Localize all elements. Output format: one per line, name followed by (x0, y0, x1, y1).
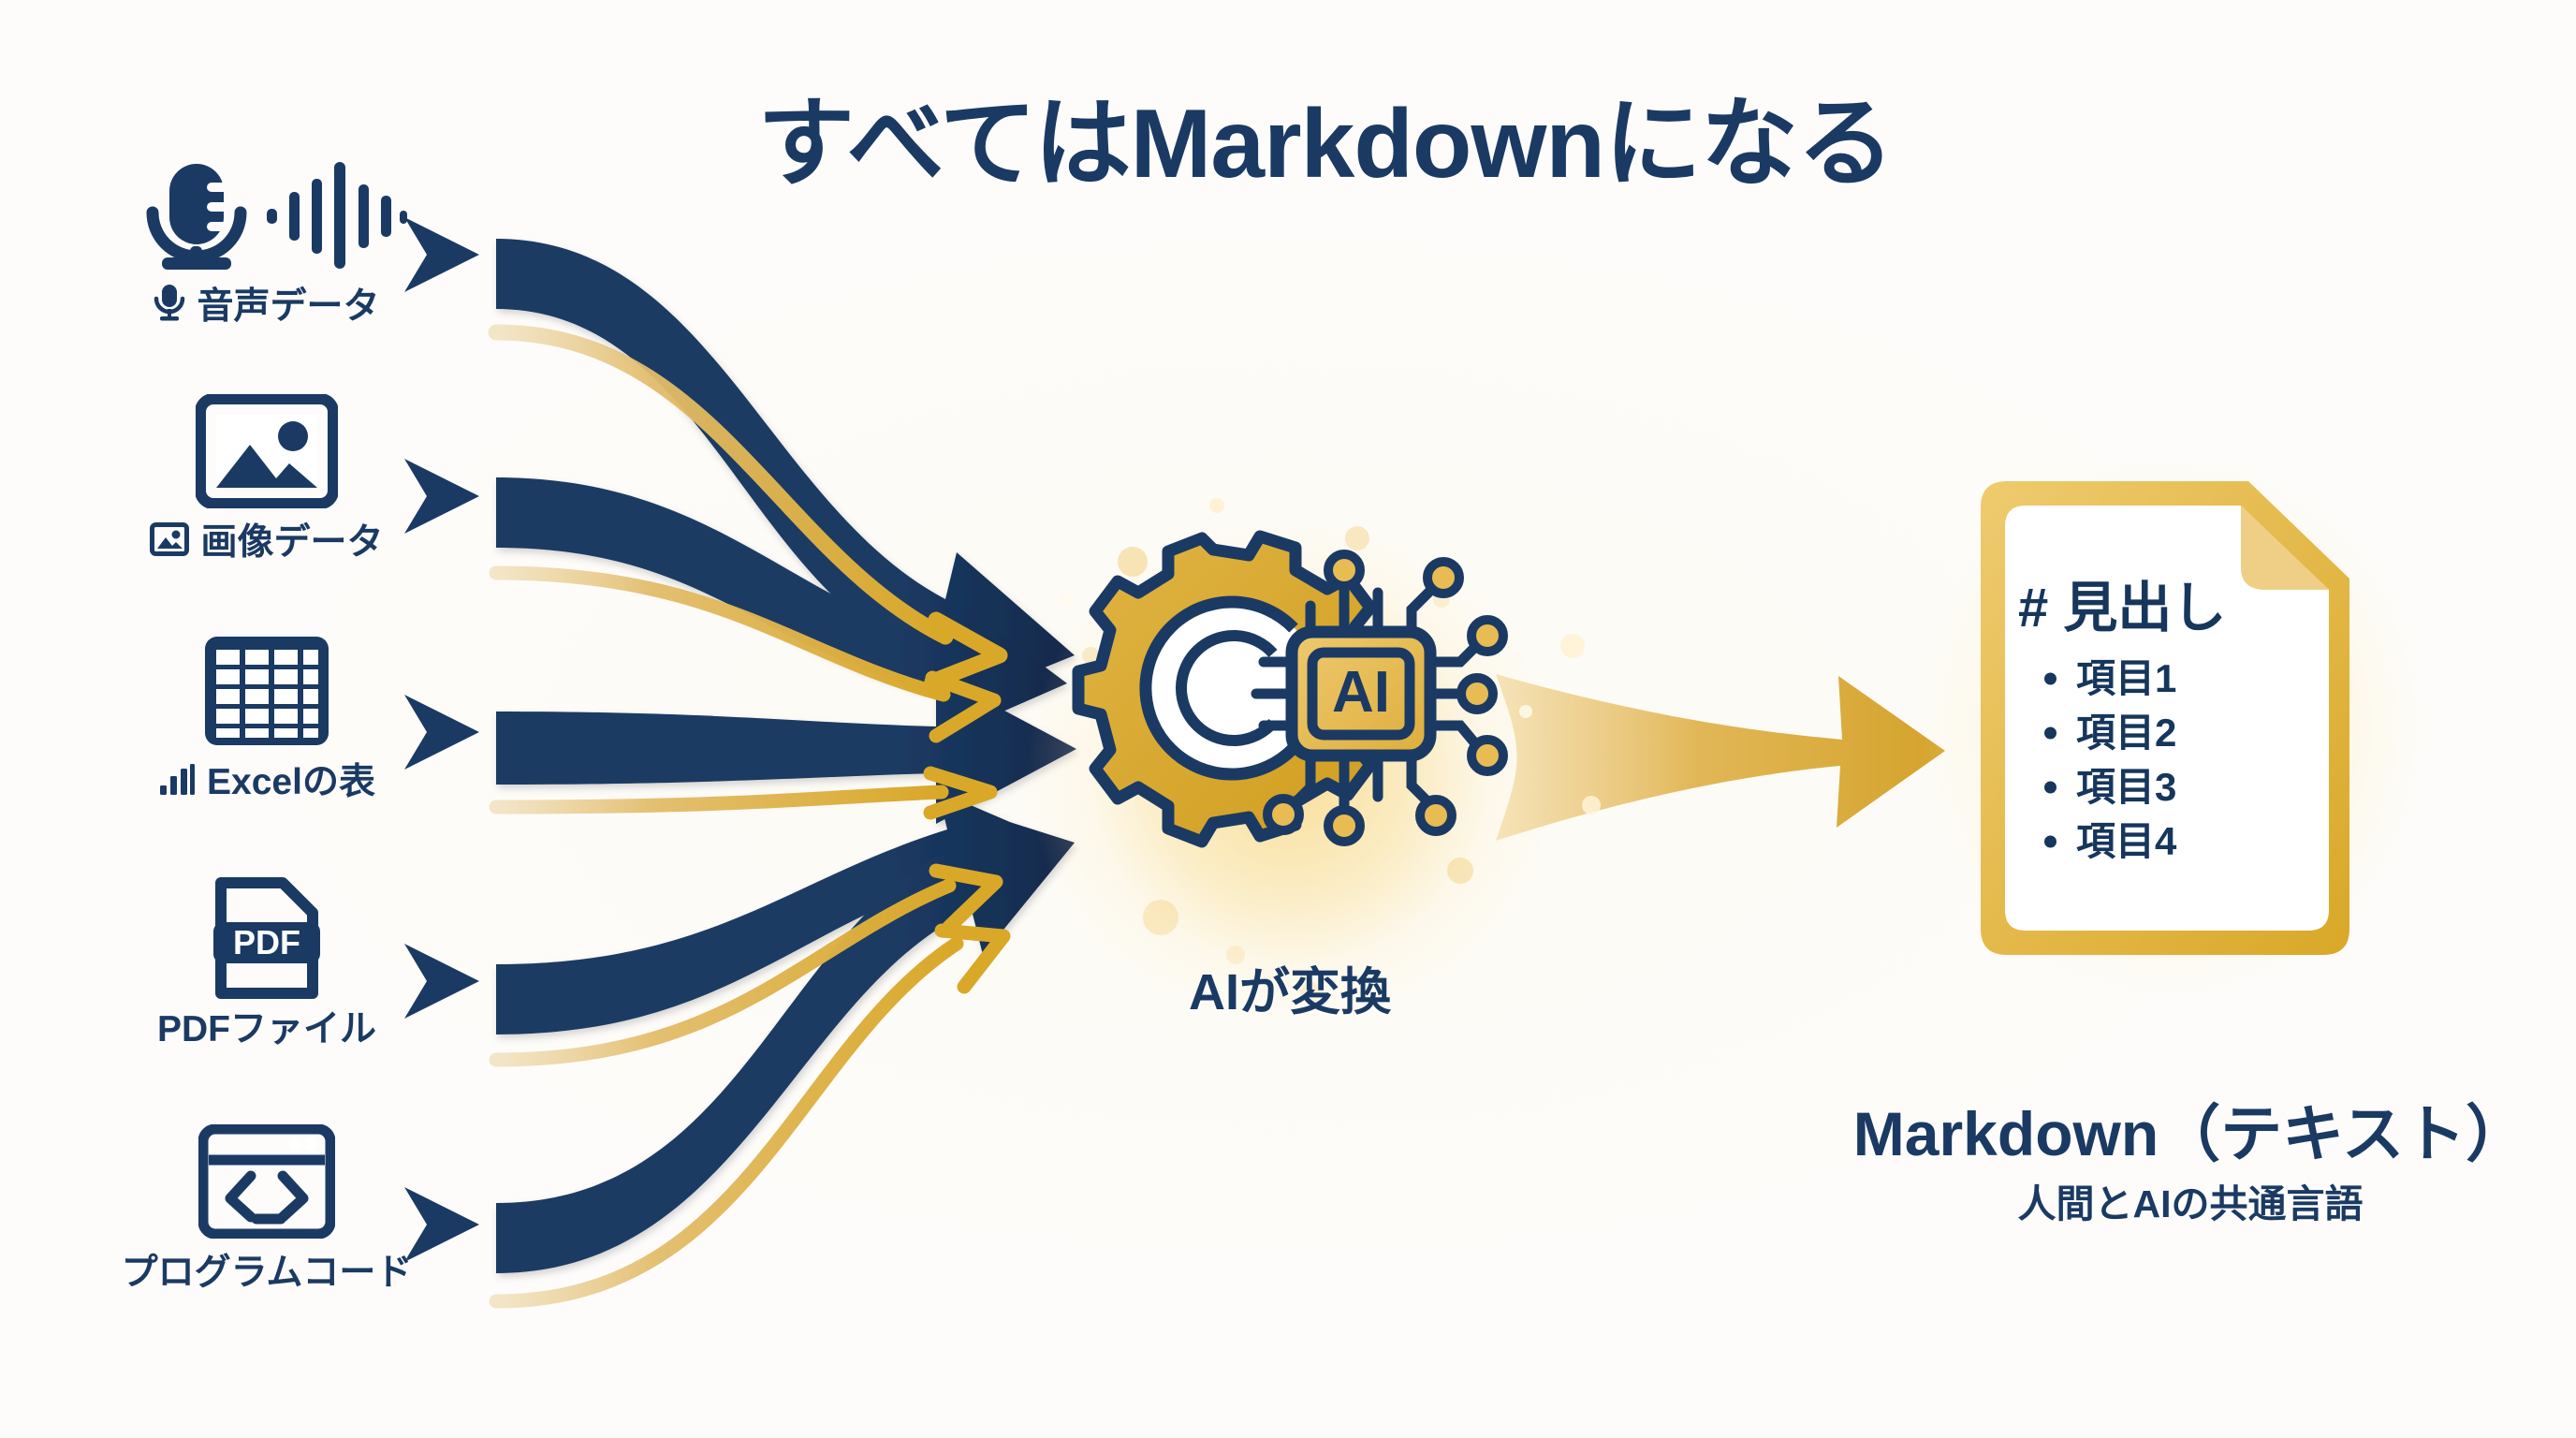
source-item-image[interactable]: 画像データ (112, 394, 421, 565)
source-chevron-icons (404, 217, 479, 1262)
page-title: すべてはMarkdownになる (0, 64, 2576, 205)
output-subtitle: 人間とAIの共通言語 (2017, 1182, 2364, 1225)
pdf-badge-text: PDF (233, 923, 300, 961)
source-label: 画像データ (200, 522, 384, 563)
source-label: PDFファイル (156, 1009, 376, 1049)
source-item-excel[interactable]: Excelの表 (112, 635, 421, 805)
source-label: プログラムコード (121, 1253, 413, 1293)
hub-label: AIが変換 (1189, 964, 1391, 1020)
pdf-file-icon: PDF (208, 877, 326, 999)
source-item-pdf[interactable]: PDF PDFファイル (112, 877, 421, 1052)
source-item-audio[interactable]: 音声データ (112, 159, 421, 330)
list-item: 項目4 (2042, 814, 2361, 869)
source-label: 音声データ (197, 286, 380, 327)
markdown-output: # 見出し 項目1 項目2 項目3 項目4 Markdown（テキスト） 人間と… (1760, 309, 2576, 1225)
bar-chart-icon (160, 764, 196, 795)
source-caption-image: 画像データ (150, 513, 384, 565)
source-item-code[interactable]: プログラムコード (112, 1124, 421, 1296)
doc-bullet-list: 項目1 項目2 項目3 項目4 (2018, 652, 2361, 869)
microphone-icon (154, 285, 185, 321)
chip-label: AI (1332, 660, 1390, 725)
navy-input-arrows (496, 239, 1076, 1273)
output-title: Markdown（テキスト） (1852, 1099, 2528, 1168)
source-label: Excelの表 (207, 762, 375, 802)
list-item: 項目1 (2042, 652, 2361, 706)
output-gold-arrow (1496, 674, 1945, 841)
image-icon (150, 522, 190, 556)
source-caption-code: プログラムコード (122, 1243, 413, 1296)
table-grid-icon (201, 635, 332, 747)
document-page-icon[interactable]: # 見出し 項目1 項目2 項目3 項目4 (1968, 470, 2361, 966)
document-text: # 見出し 項目1 項目2 項目3 項目4 (1968, 470, 2361, 966)
source-caption-excel: Excelの表 (158, 753, 375, 805)
page-title-text: すべてはMarkdownになる (757, 90, 1895, 198)
gear-ai-chip-icon: AI (1056, 520, 1524, 922)
list-item: 項目3 (2042, 760, 2361, 814)
ai-conversion-hub: AI AIが変換 (878, 351, 1702, 1194)
list-item: 項目2 (2042, 706, 2361, 760)
microphone-waveform-icon (126, 159, 407, 271)
source-caption-audio: 音声データ (154, 277, 380, 330)
image-photo-icon (196, 394, 338, 508)
source-caption-pdf: PDFファイル (157, 1000, 376, 1052)
code-window-icon (198, 1124, 335, 1239)
doc-heading: # 見出し (2018, 578, 2227, 638)
ai-chip-shape: AI (1251, 550, 1508, 846)
